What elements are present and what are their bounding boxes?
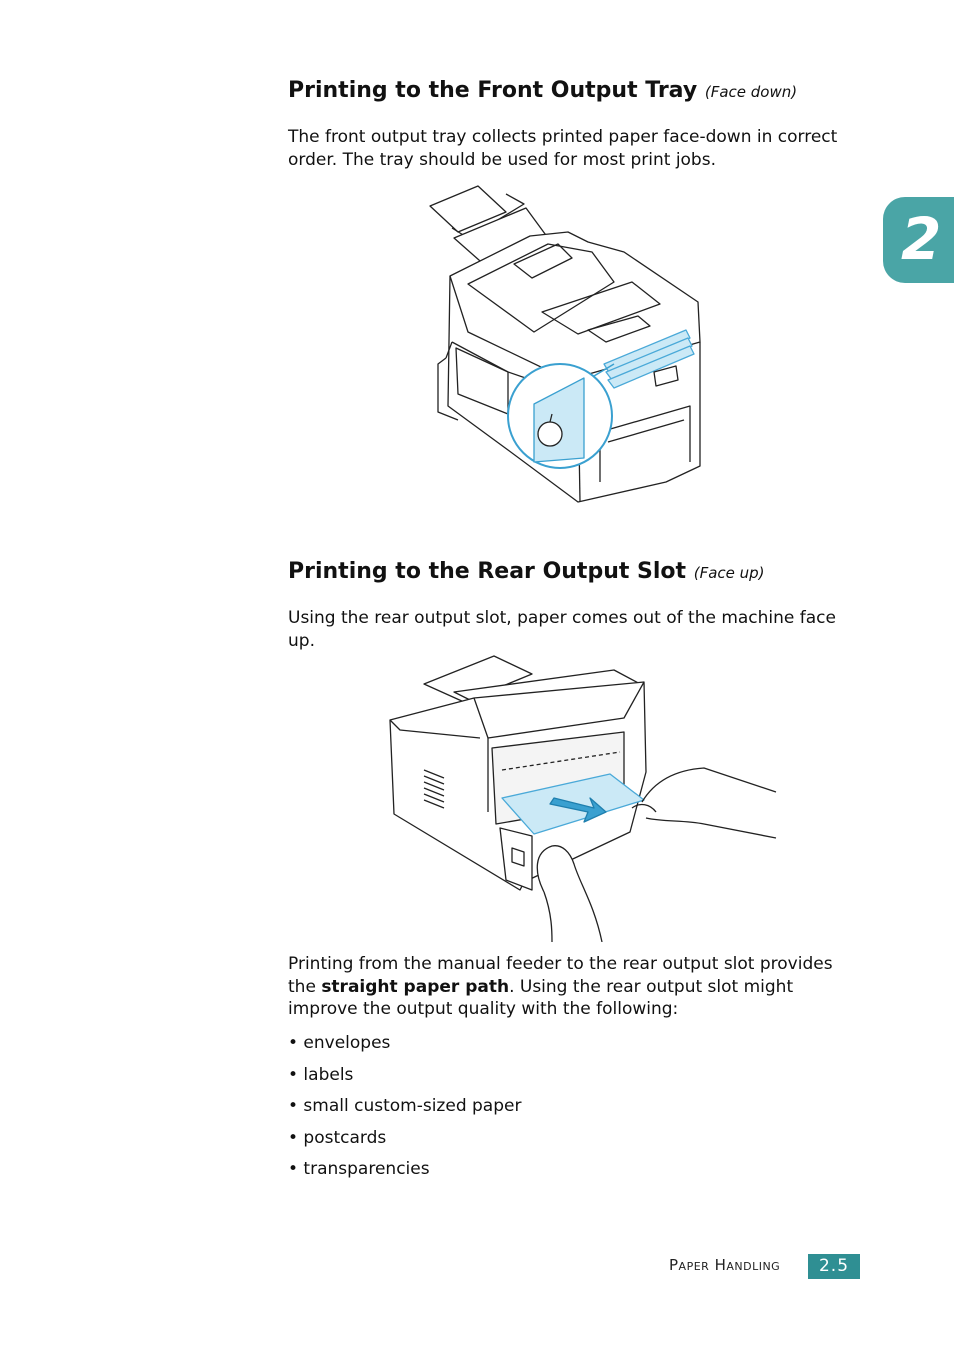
list-item: • transparencies xyxy=(288,1159,430,1179)
chapter-number: 2 xyxy=(901,205,942,273)
straight-paper-path-term: straight paper path xyxy=(321,976,510,997)
page-number-badge: 2.5 xyxy=(808,1254,860,1279)
section-heading-front-tray: Printing to the Front Output Tray (Face … xyxy=(288,78,797,103)
footer-section-label: Paper Handling xyxy=(669,1256,781,1274)
chapter-tab: 2 xyxy=(883,197,954,283)
section-subtitle: (Face down) xyxy=(704,83,798,101)
straight-path-paragraph: Printing from the manual feeder to the r… xyxy=(288,953,854,1021)
front-tray-description: The front output tray collects printed p… xyxy=(288,127,838,170)
section-subtitle: (Face up) xyxy=(693,564,765,582)
straight-path-text-before: Printing from the manual feeder to the r… xyxy=(288,954,833,997)
list-item: • small custom-sized paper xyxy=(288,1096,522,1116)
list-item: • labels xyxy=(288,1064,354,1085)
list-item: • envelopes xyxy=(288,1033,391,1053)
straight-path-text-after: . Using the rear output slot might impro… xyxy=(288,976,794,1020)
list-item: • postcards xyxy=(288,1127,387,1148)
section-title: Printing to the Rear Output Slot xyxy=(288,559,687,584)
section-heading-rear-slot: Printing to the Rear Output Slot (Face u… xyxy=(288,559,765,584)
front-output-tray-illustration xyxy=(429,185,701,503)
section-title: Printing to the Front Output Tray xyxy=(288,78,698,103)
rear-slot-description: Using the rear output slot, paper comes … xyxy=(288,608,836,651)
rear-output-slot-illustration xyxy=(389,655,777,942)
media-type-list: • envelopes • labels • small custom-size… xyxy=(288,1028,521,1186)
